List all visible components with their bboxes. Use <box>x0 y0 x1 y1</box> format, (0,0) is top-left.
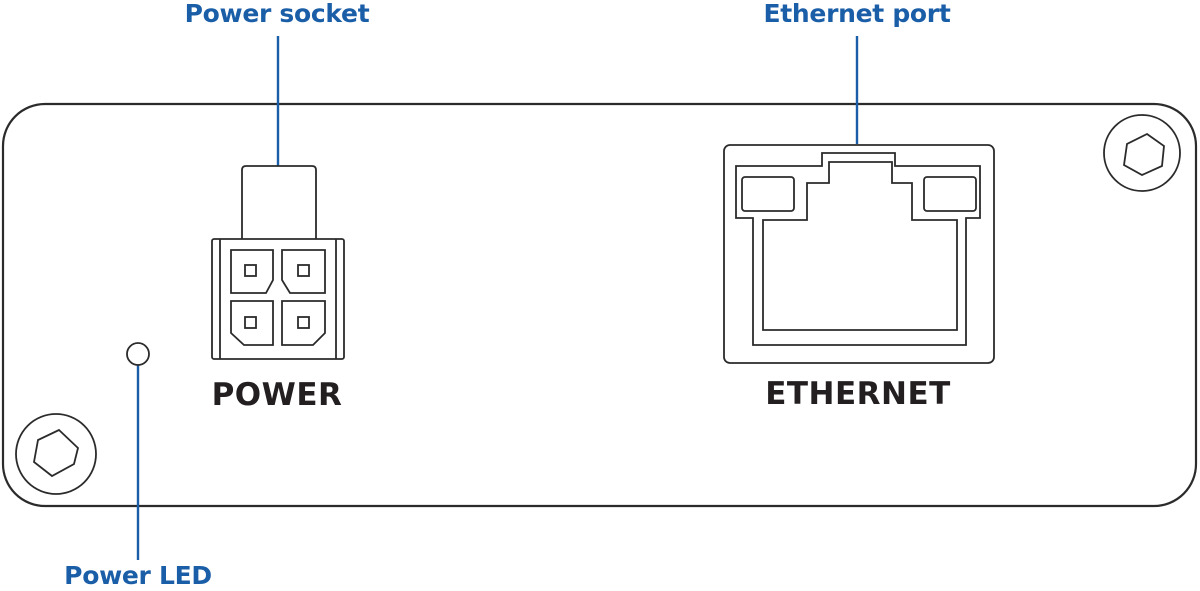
power-port-label: POWER <box>211 377 343 413</box>
power-pin-1 <box>230 249 274 294</box>
device-panel <box>1 102 1198 508</box>
hex-socket-icon <box>33 428 80 478</box>
power-pin-3 <box>230 300 274 346</box>
ethernet-port-callout-label: Ethernet port <box>763 0 951 28</box>
hex-socket-icon <box>1123 132 1165 177</box>
screw-top-right <box>1103 114 1181 192</box>
ethernet-port-label: ETHERNET <box>765 376 951 412</box>
power-socket-latch <box>241 165 317 239</box>
power-led-callout-label: Power LED <box>64 561 212 590</box>
power-socket-housing <box>211 238 345 360</box>
ethernet-port-frame <box>723 144 995 364</box>
power-pin-2 <box>281 249 326 294</box>
ethernet-port-jack <box>723 144 995 364</box>
power-socket-connector <box>211 165 345 360</box>
ethernet-port-inner-profile <box>762 161 958 331</box>
power-pin-4 <box>281 300 326 346</box>
ethernet-port-outer-profile <box>735 152 981 346</box>
ethernet-led-right <box>923 176 977 212</box>
power-led <box>126 342 150 366</box>
screw-bottom-left <box>15 413 97 495</box>
ethernet-led-left <box>741 176 795 212</box>
power-socket-callout-label: Power socket <box>184 0 370 28</box>
